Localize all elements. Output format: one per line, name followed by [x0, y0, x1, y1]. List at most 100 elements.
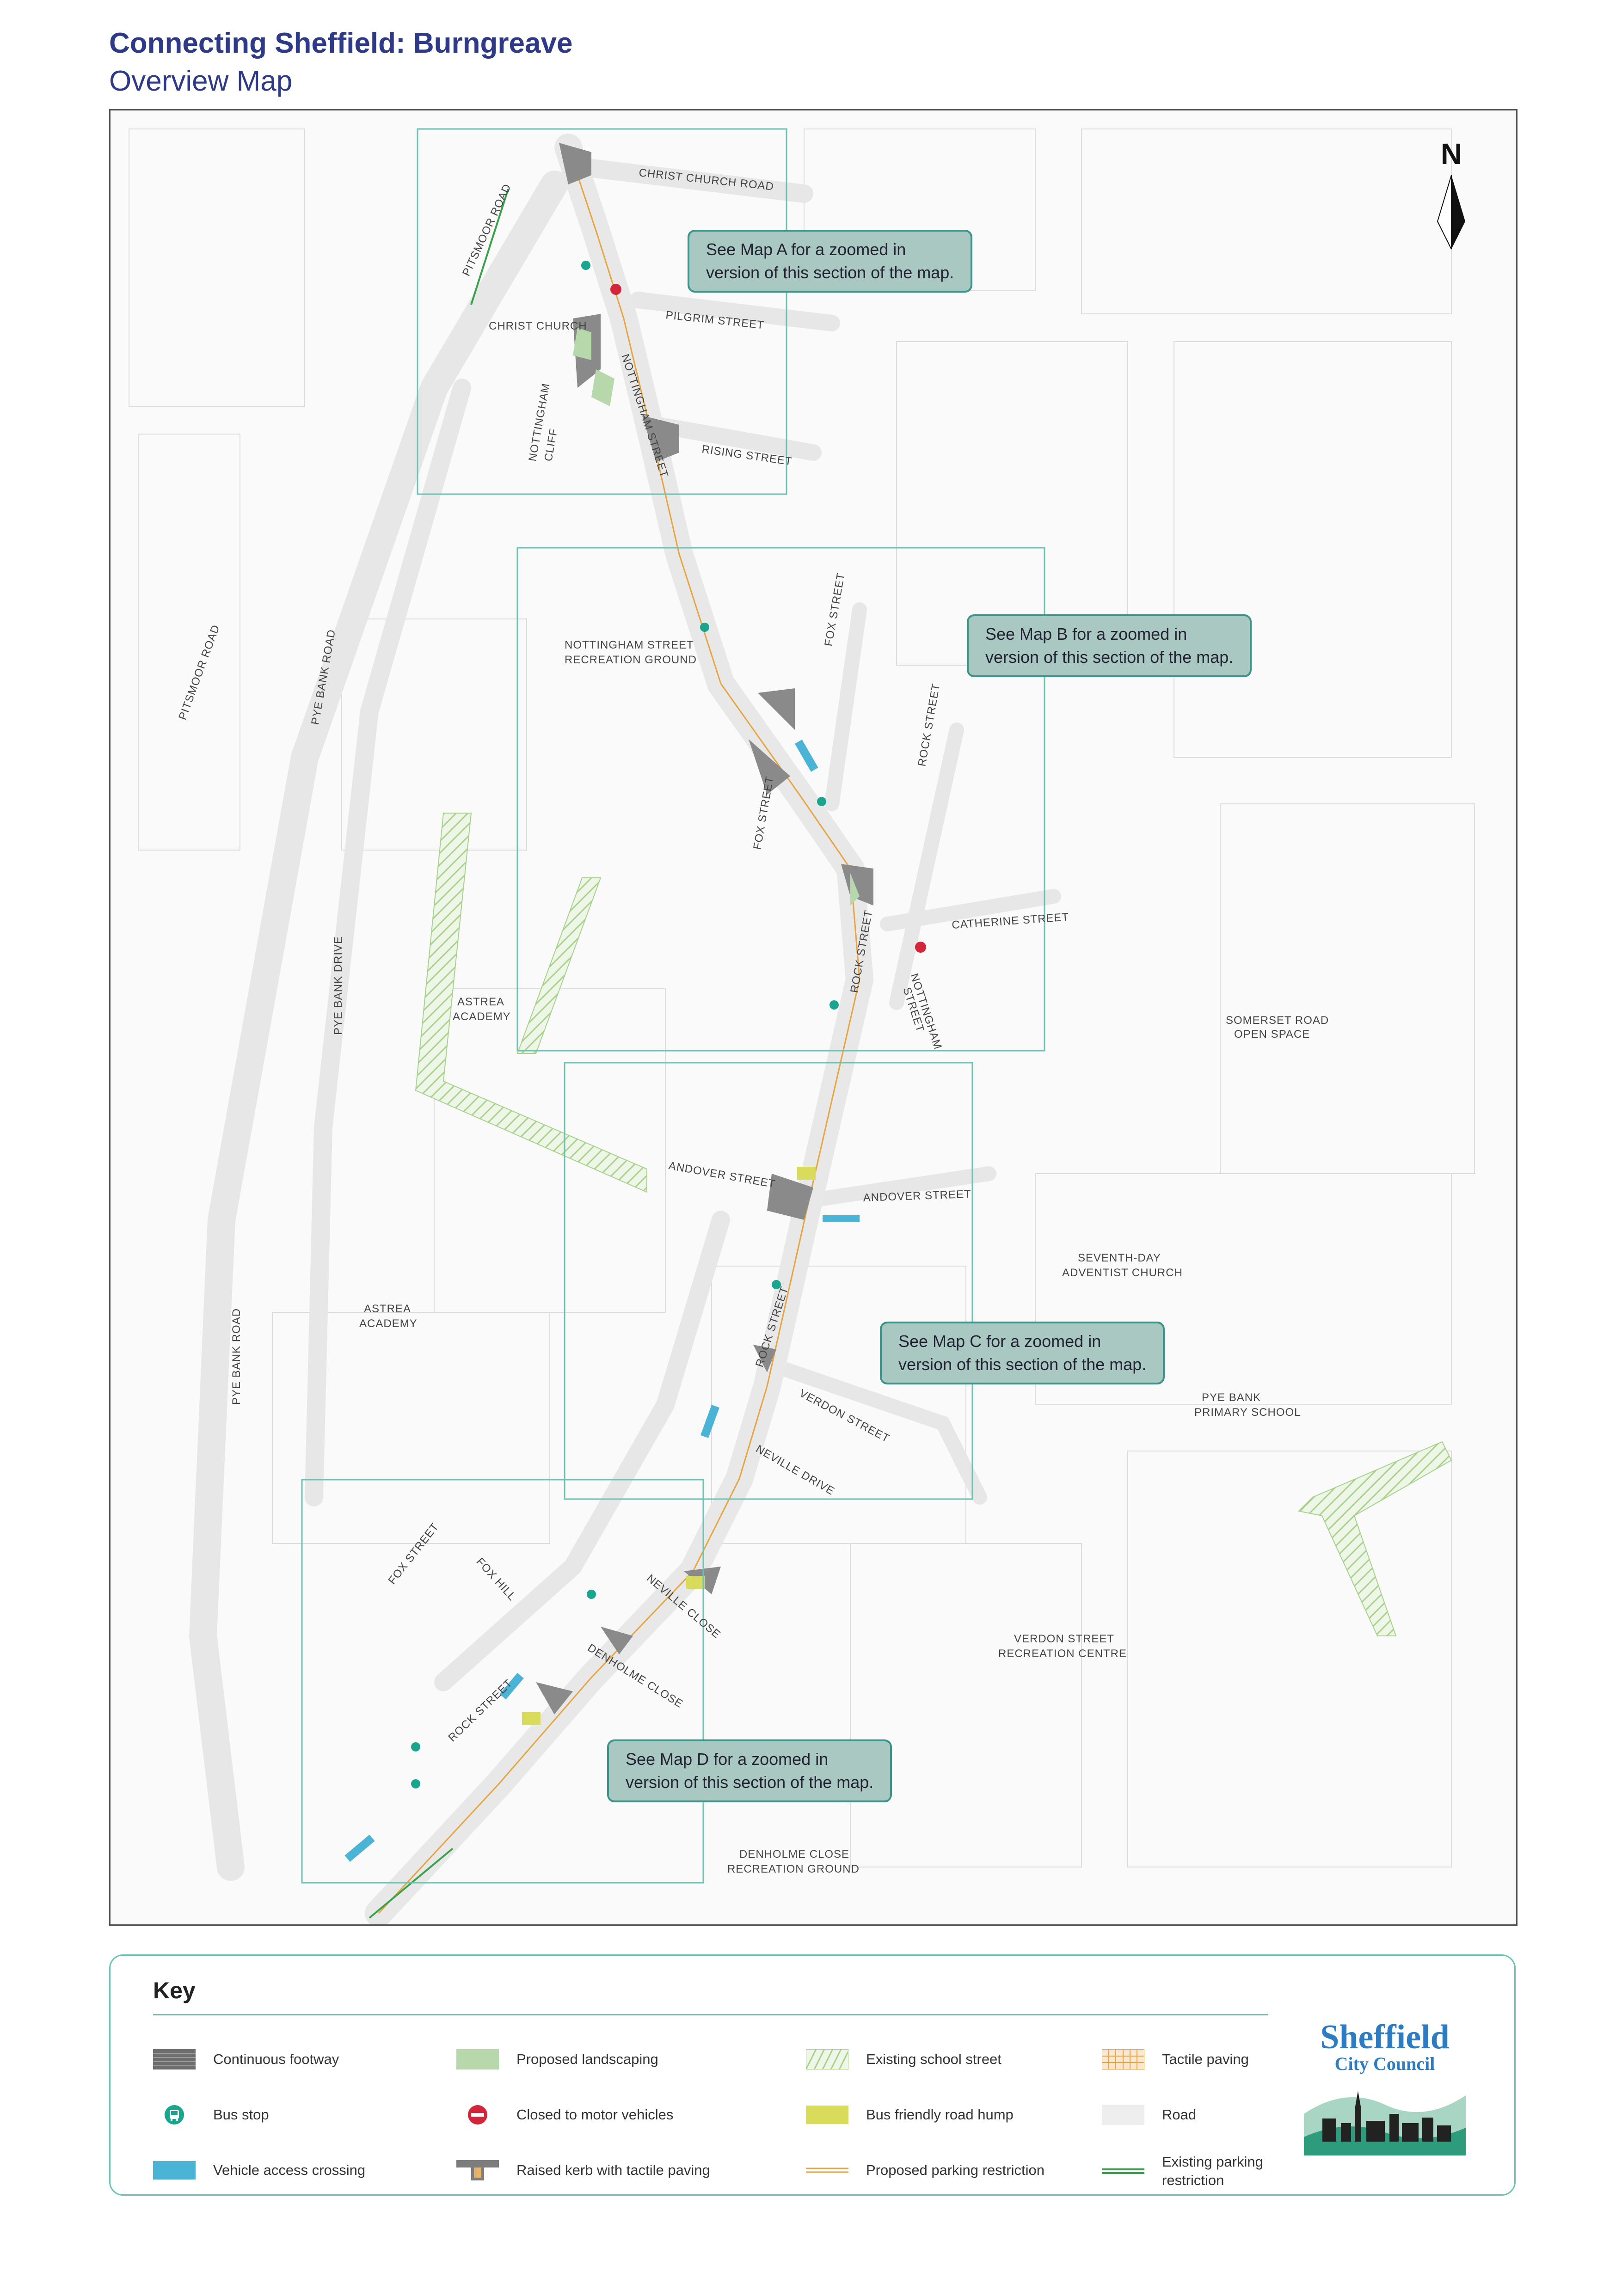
- continuous-footway-swatch: [153, 2049, 196, 2069]
- map-key: Key Continuous footway Bus stop Vehicle …: [109, 1954, 1516, 2196]
- key-item-existing-parking: Existing parking restriction: [1102, 2153, 1273, 2190]
- key-label: Raised kerb with tactile paving: [516, 2162, 710, 2178]
- street-label: ANDOVER STREET: [668, 1159, 776, 1190]
- street-label: DENHOLME CLOSE: [739, 1848, 849, 1861]
- street-label: NOTTINGHAM STREET: [565, 639, 694, 651]
- vehicle-access-swatch: [153, 2160, 196, 2180]
- map-d-callout[interactable]: See Map D for a zoomed in version of thi…: [607, 1739, 892, 1802]
- north-arrow: N: [1437, 137, 1465, 250]
- key-item-proposed-parking: Proposed parking restriction: [806, 2156, 1044, 2184]
- sheffield-city-council-logo: Sheffield City Council: [1302, 2020, 1468, 2159]
- street-label: ASTREA: [364, 1303, 411, 1315]
- street-label: ROCK STREET: [915, 682, 942, 767]
- school-street-swatch: [806, 2049, 848, 2069]
- key-label: Closed to motor vehicles: [516, 2106, 674, 2123]
- street-labels: CHRIST CHURCH ROAD PITSMOOR ROAD PILGRIM…: [176, 166, 1329, 1875]
- bus-stop-icon: [153, 2105, 196, 2125]
- city-skyline-icon: [1304, 2091, 1466, 2155]
- tactile-paving-swatch: [1102, 2049, 1144, 2069]
- map-a-callout[interactable]: See Map A for a zoomed in version of thi…: [688, 230, 973, 293]
- key-label: Existing school street: [866, 2051, 1001, 2067]
- street-label: OPEN SPACE: [1234, 1028, 1310, 1041]
- key-item-landscaping: Proposed landscaping: [456, 2045, 658, 2073]
- no-entry-icon: [456, 2105, 499, 2125]
- street-label: FOX STREET: [822, 572, 847, 647]
- street-label: CLIFF: [542, 428, 560, 462]
- callout-line: See Map B for a zoomed in: [985, 625, 1187, 643]
- key-label: Proposed parking restriction: [866, 2162, 1044, 2178]
- road-humps: [522, 1167, 816, 1725]
- key-item-closed-to-vehicles: Closed to motor vehicles: [456, 2101, 673, 2129]
- key-label: Bus friendly road hump: [866, 2106, 1014, 2123]
- vehicle-access-crossings: [344, 740, 860, 1862]
- key-label: Existing parking restriction: [1162, 2154, 1263, 2188]
- key-item-tactile-paving: Tactile paving: [1102, 2045, 1249, 2073]
- key-label: Vehicle access crossing: [213, 2162, 366, 2178]
- street-label: VERDON STREET: [1014, 1633, 1114, 1645]
- street-label: PYE BANK ROAD: [230, 1308, 243, 1405]
- street-label: PRIMARY SCHOOL: [1194, 1406, 1301, 1419]
- key-label: Proposed landscaping: [516, 2051, 658, 2067]
- proposed-parking-line: [378, 147, 860, 1914]
- map-c-callout[interactable]: See Map C for a zoomed in version of thi…: [880, 1322, 1165, 1384]
- street-label: SEVENTH-DAY: [1078, 1252, 1161, 1264]
- page-title: Connecting Sheffield: Burngreave: [109, 27, 573, 59]
- key-item-road: Road: [1102, 2101, 1196, 2129]
- key-divider: [153, 2014, 1268, 2015]
- landscaping-swatch: [456, 2049, 499, 2069]
- road-hump-swatch: [806, 2105, 848, 2125]
- street-label: PYE BANK DRIVE: [332, 936, 344, 1035]
- overview-map[interactable]: N CHRIST CHURCH ROAD PITSMOOR ROAD PILGR…: [109, 109, 1518, 1926]
- callout-line: See Map C for a zoomed in: [898, 1332, 1101, 1351]
- map-canvas: N CHRIST CHURCH ROAD PITSMOOR ROAD PILGR…: [129, 128, 1475, 1924]
- callout-line: version of this section of the map.: [985, 648, 1234, 667]
- bus-stops: [411, 261, 839, 1788]
- key-item-continuous-footway: Continuous footway: [153, 2045, 339, 2073]
- existing-parking-line: [470, 189, 509, 305]
- callout-line: See Map D for a zoomed in: [626, 1750, 829, 1769]
- raised-kerb-icon: [456, 2160, 499, 2180]
- street-label: RECREATION GROUND: [727, 1863, 860, 1875]
- street-label: FOX HILL: [474, 1555, 519, 1603]
- callout-line: See Map A for a zoomed in: [706, 240, 906, 259]
- map-b-callout[interactable]: See Map B for a zoomed in version of thi…: [967, 614, 1252, 677]
- key-label: Continuous footway: [213, 2051, 339, 2067]
- key-item-school-street: Existing school street: [806, 2045, 1001, 2073]
- street-label: ADVENTIST CHURCH: [1062, 1267, 1183, 1279]
- logo-line-1: Sheffield: [1320, 2018, 1450, 2056]
- street-label: FOX STREET: [386, 1520, 441, 1586]
- street-label: RECREATION CENTRE: [998, 1647, 1127, 1660]
- callout-line: version of this section of the map.: [898, 1355, 1147, 1374]
- proposed-parking-swatch: [806, 2160, 848, 2180]
- street-label: ROCK STREET: [446, 1677, 515, 1745]
- street-label: RECREATION GROUND: [565, 654, 697, 666]
- key-label: Tactile paving: [1162, 2051, 1249, 2067]
- continuous-footways: [536, 143, 873, 1714]
- street-label: ACADEMY: [359, 1317, 418, 1330]
- key-item-vehicle-access: Vehicle access crossing: [153, 2156, 365, 2184]
- key-label: Road: [1162, 2106, 1197, 2123]
- key-item-bus-stop: Bus stop: [153, 2101, 269, 2129]
- street-label: SOMERSET ROAD: [1226, 1014, 1329, 1027]
- key-title: Key: [153, 1978, 196, 2003]
- street-label: NEVILLE DRIVE: [754, 1443, 837, 1498]
- school-street-areas: [415, 813, 1452, 1636]
- closed-to-motor-vehicles: [610, 284, 926, 953]
- existing-parking-swatch: [1102, 2161, 1144, 2181]
- section-frames: [301, 128, 1045, 1884]
- street-label: PYE BANK: [1202, 1391, 1261, 1404]
- callout-line: version of this section of the map.: [626, 1773, 874, 1792]
- key-item-raised-kerb: Raised kerb with tactile paving: [456, 2156, 710, 2184]
- street-label: PITSMOOR ROAD: [176, 623, 222, 722]
- street-label: FOX STREET: [751, 775, 776, 851]
- key-item-road-hump: Bus friendly road hump: [806, 2101, 1014, 2129]
- landscaping-areas: [573, 328, 860, 906]
- street-label: ACADEMY: [453, 1010, 511, 1023]
- callout-line: version of this section of the map.: [706, 263, 954, 282]
- key-label: Bus stop: [213, 2106, 269, 2123]
- svg-text:N: N: [1441, 137, 1462, 171]
- road-swatch: [1102, 2105, 1144, 2125]
- page-subtitle: Overview Map: [109, 65, 293, 97]
- logo-line-2: City Council: [1334, 2053, 1435, 2074]
- street-label: ASTREA: [457, 996, 504, 1008]
